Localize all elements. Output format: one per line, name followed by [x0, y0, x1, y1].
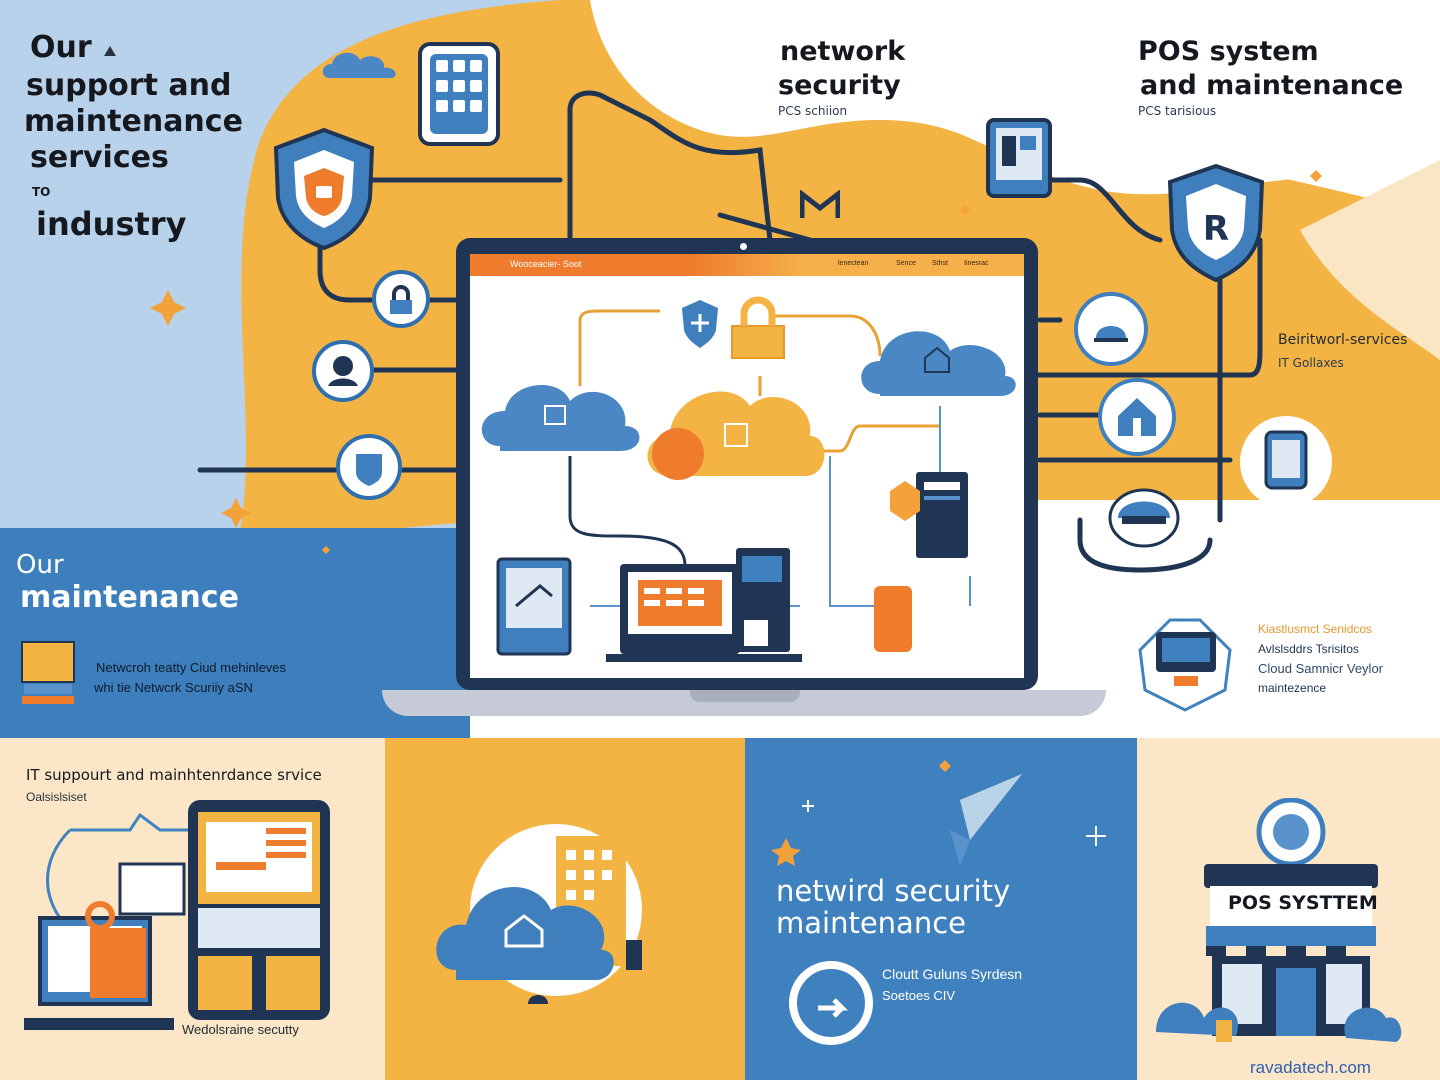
hero-title-line4: services [30, 140, 169, 175]
hero-title-line5: industry [36, 205, 187, 243]
network-subtitle: PCS schiion [778, 104, 848, 118]
laptop-screen: Wooceacier- Soot lenectean Sence Sthst I… [470, 254, 1024, 678]
badge-icon [336, 434, 402, 500]
laptop-camera [740, 243, 747, 250]
right-label-1: Beiritworl-services [1278, 332, 1408, 348]
right-label-2: IT Gollaxes [1278, 356, 1344, 370]
hero-title-small: TO [32, 185, 51, 199]
right-list-item2: Avlslsddrs Tsrisitos [1258, 642, 1359, 656]
hero-title-line2: support and [26, 68, 232, 103]
maintenance-line1: Our [16, 550, 64, 580]
cloud-building-icon [436, 820, 676, 1030]
shield-icon: R [1166, 163, 1266, 283]
maintenance-line2: maintenance [20, 580, 239, 615]
user-icon [312, 340, 374, 402]
panel-it-title: IT suppourt and mainhtenrdance srvice [26, 766, 322, 784]
home-icon [1098, 378, 1176, 456]
calculator-icon [418, 42, 500, 146]
screen-header-title: Wooceacier- Soot [510, 259, 582, 269]
panel-it-subtitle: Oalsislsiset [26, 790, 87, 804]
storefront-icon [1156, 797, 1404, 1048]
pos-subtitle: PCS tarisious [1138, 104, 1217, 118]
screen-nav-2[interactable]: Sence [896, 260, 916, 267]
svg-text:R: R [1203, 209, 1229, 249]
panel-net-title-line1: netwird security [776, 874, 1011, 908]
rocket-icon [930, 770, 1030, 870]
tablet-icon [986, 118, 1052, 198]
screen-nav-4[interactable]: Iinesrac [964, 260, 989, 267]
tag-icon [104, 46, 116, 56]
helmet-icon [1108, 488, 1180, 548]
logo-icon [799, 188, 841, 220]
panel-net-title-line2: maintenance [776, 906, 966, 940]
right-list-item4: maintezence [1258, 681, 1327, 695]
pos-title-line2: and maintenance [1140, 70, 1404, 101]
hero-title-line1: Our [30, 30, 92, 65]
maintenance-desc2: whi tie Netwcrk Scuriiy aSN [94, 680, 253, 695]
hero-title-line3: maintenance [24, 104, 243, 139]
router-icon [1074, 292, 1148, 366]
network-diagram [481, 296, 1016, 662]
shield-icon [272, 127, 376, 251]
maintenance-desc1: Netwcroh teatty Ciud mehinleves [96, 660, 287, 675]
panel-net-caption2: Soetoes CIV [882, 988, 955, 1003]
panel-it-caption: Wedolsraine secutty [182, 1022, 299, 1037]
refresh-icon [788, 960, 874, 1046]
pos-title-line1: POS system [1138, 36, 1319, 67]
clock-device-icon [1148, 618, 1224, 694]
laptop-notch [690, 690, 800, 702]
footer-site-link[interactable]: ravadatech.com [1250, 1058, 1371, 1077]
phone-icon [1238, 414, 1334, 510]
screen-header [470, 254, 1024, 276]
network-title-line1: network [780, 36, 906, 67]
right-list-item1: Kiastlusmct Senidcos [1258, 622, 1373, 636]
pos-sign: POS SYSTTEM [1228, 892, 1378, 914]
panel-net-caption1: Cloutt Guluns Syrdesn [882, 966, 1023, 982]
network-title-line2: security [778, 70, 901, 101]
screen-nav-3[interactable]: Sthst [932, 260, 948, 267]
right-list-item3: Cloud Samnicr Veylor [1258, 661, 1383, 676]
kiosk-icon [20, 798, 340, 1042]
screen-nav-1[interactable]: lenectean [838, 260, 869, 267]
document-icon [20, 640, 76, 706]
cloud-icon [320, 48, 400, 78]
lock-icon [372, 270, 430, 328]
